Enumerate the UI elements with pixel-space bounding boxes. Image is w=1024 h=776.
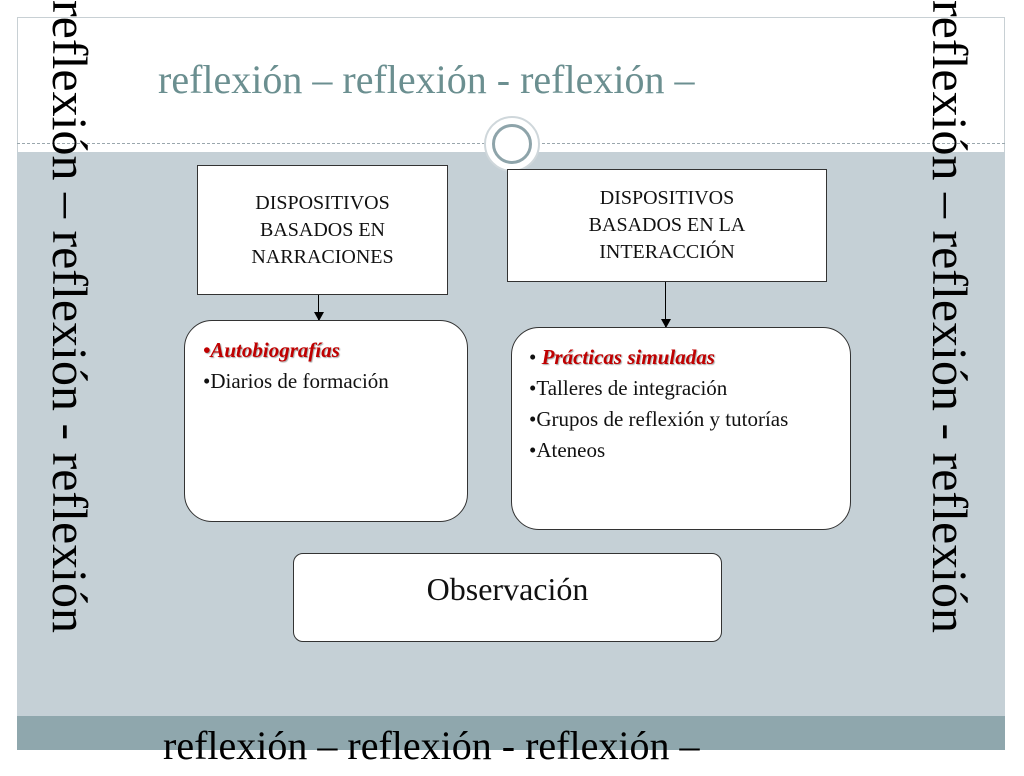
box-line: DISPOSITIVOS [255,191,390,214]
list-item: •Diarios de formación [203,369,389,393]
bottom-title: reflexión – reflexión - reflexión – [163,723,700,768]
circle-ornament-icon [484,116,540,172]
list-item: •Autobiografías [203,338,340,362]
box-line: BASADOS EN LA [588,214,746,236]
list-item: •Ateneos [529,438,606,462]
arrow-head-icon [661,319,671,328]
list-narraciones: •Autobiografías •Diarios de formación [184,320,468,522]
list-item: •Talleres de integración [529,376,728,400]
side-text-left: reflexión – reflexión - reflexión [42,0,98,634]
box-line: INTERACCIÓN [599,241,735,263]
slide-title: reflexión – reflexión - reflexión – [158,57,695,102]
arrow-head-icon [314,312,324,321]
arrow-narraciones [318,295,319,320]
arrow-interaccion [665,282,666,327]
box-line: BASADOS EN [259,218,386,241]
box-dispositivos-interaccion: DISPOSITIVOS BASADOS EN LA INTERACCIÓN [507,169,827,282]
box-observacion: Observación [293,553,722,642]
list-item: • Prácticas simuladas [529,345,715,369]
list-item: •Grupos de reflexión y tutorías [529,407,789,431]
box-dispositivos-narraciones: DISPOSITIVOS BASADOS EN NARRACIONES [197,165,448,295]
side-text-right: reflexión – reflexión - reflexión [922,0,978,634]
box-line: DISPOSITIVOS [599,187,735,209]
box-line: NARRACIONES [251,245,394,268]
bottom-band [17,716,1005,750]
list-interaccion: • Prácticas simuladas •Talleres de integ… [511,327,851,530]
